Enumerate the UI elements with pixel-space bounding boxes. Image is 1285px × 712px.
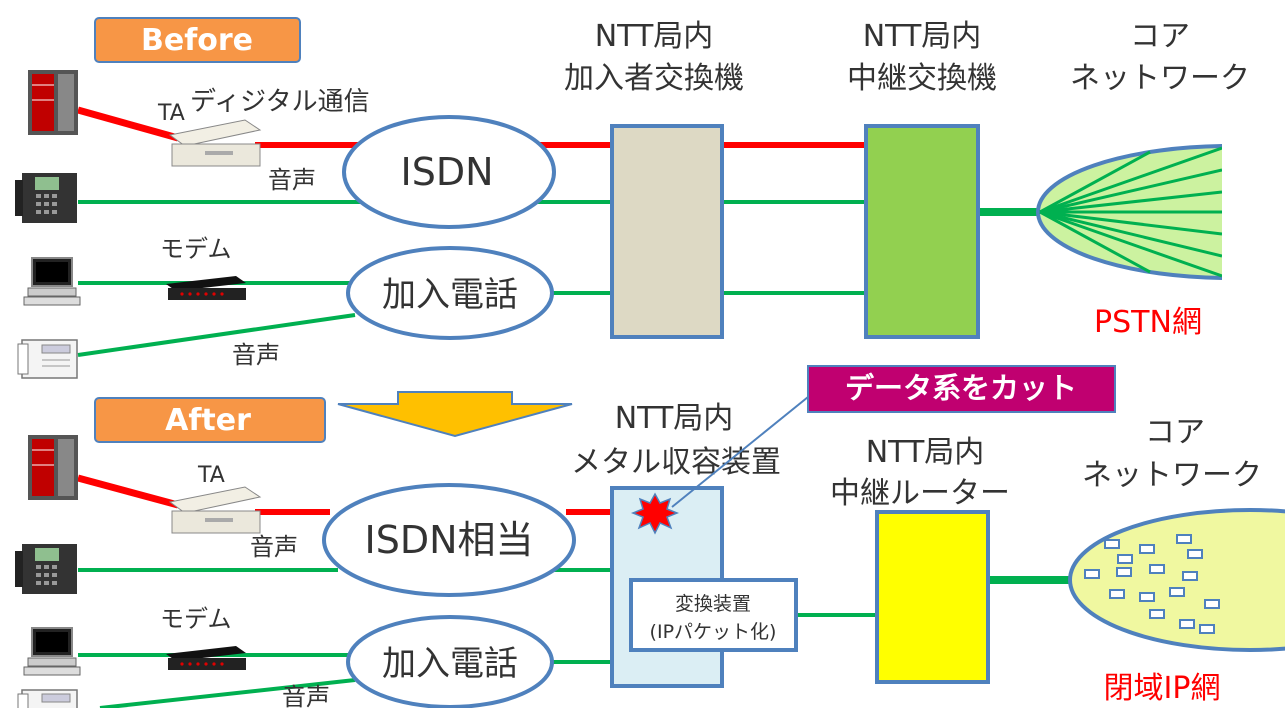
- isdn-equivalent-ellipse: ISDN相当: [322, 483, 576, 597]
- core-after-line1: コア: [1145, 415, 1205, 450]
- before-section: Before: [15, 17, 1250, 379]
- station2-after-line2: 中継ルーター: [830, 476, 1010, 511]
- core-title-line1: コア: [1130, 19, 1190, 54]
- station2-after-line1: NTT局内: [866, 435, 985, 470]
- relay-router-box: [875, 510, 990, 684]
- pbx-icon-after: [28, 435, 78, 500]
- pbx-icon: [28, 70, 78, 135]
- ta-label-after: TA: [197, 463, 225, 488]
- after-badge-label: After: [165, 403, 251, 438]
- modem-label: モデム: [160, 235, 232, 263]
- transition-arrow: [337, 391, 573, 438]
- isdn-label: ISDN: [400, 150, 493, 194]
- voice-label-1: 音声: [268, 166, 316, 194]
- isdn-phone-icon-after: [15, 544, 77, 594]
- cut-burst-icon: [630, 492, 680, 535]
- closed-ip-core-shape: [1068, 508, 1285, 652]
- isdn-equivalent-label: ISDN相当: [364, 518, 533, 562]
- core-title-line2: ネットワーク: [1070, 61, 1250, 96]
- callout-pointer: [671, 396, 809, 508]
- pbx-ta-line: [77, 106, 179, 142]
- pstn-label: PSTN網: [1094, 305, 1202, 340]
- kanyu-label: 加入電話: [382, 275, 518, 315]
- station1-title-line2: 加入者交換機: [564, 61, 744, 96]
- ta-device-icon: [168, 119, 262, 167]
- modem-icon-after: [166, 646, 246, 670]
- tandem-exchange-box: [864, 124, 980, 339]
- callout-label: データ系をカット: [845, 371, 1077, 405]
- converter-line2: (IPパケット化): [650, 621, 777, 643]
- isdn-phone-icon: [15, 173, 77, 223]
- phone2-kanyu-line-after: [99, 678, 356, 710]
- digital-comm-label: ディジタル通信: [190, 87, 370, 117]
- station2-title-line2: 中継交換機: [847, 61, 997, 96]
- analog-phone-icon-after: [17, 689, 78, 712]
- subscriber-exchange-box: [610, 124, 724, 339]
- pc-icon-after: [23, 627, 81, 676]
- modem-icon: [166, 276, 246, 300]
- ta-device-icon-after: [168, 486, 262, 534]
- closed-ip-label: 閉域IP網: [1104, 671, 1221, 706]
- converter-box: 変換装置 (IPパケット化): [629, 578, 798, 652]
- kanyu-label-after: 加入電話: [382, 644, 518, 684]
- voice-label-after-1: 音声: [250, 533, 298, 561]
- phone2-kanyu-line: [77, 313, 356, 357]
- before-lines: [77, 106, 1040, 357]
- ta-label: TA: [157, 101, 185, 126]
- core-after-line2: ネットワーク: [1082, 458, 1262, 493]
- station1-after-line2: メタル収容装置: [571, 445, 781, 480]
- kanyu-ellipse-after: 加入電話: [346, 615, 554, 709]
- pbx-ta-line-after: [77, 474, 179, 509]
- before-badge: Before: [94, 17, 301, 63]
- data-cut-callout: データ系をカット: [807, 365, 1116, 413]
- pc-icon: [23, 257, 81, 306]
- before-badge-label: Before: [141, 23, 253, 58]
- station2-title-line1: NTT局内: [863, 19, 982, 54]
- kanyu-ellipse: 加入電話: [346, 246, 554, 340]
- converter-line1: 変換装置: [675, 593, 751, 615]
- voice-label-2: 音声: [232, 341, 280, 369]
- station1-title-line1: NTT局内: [595, 19, 714, 54]
- after-badge: After: [94, 397, 326, 443]
- pstn-core-shape: [1036, 144, 1222, 280]
- isdn-ellipse: ISDN: [342, 115, 556, 229]
- modem-label-after: モデム: [160, 605, 232, 633]
- analog-phone-icon: [17, 339, 78, 379]
- after-section: After: [15, 365, 1285, 712]
- station1-after-line1: NTT局内: [615, 401, 734, 436]
- voice-label-after-2: 音声: [282, 683, 330, 708]
